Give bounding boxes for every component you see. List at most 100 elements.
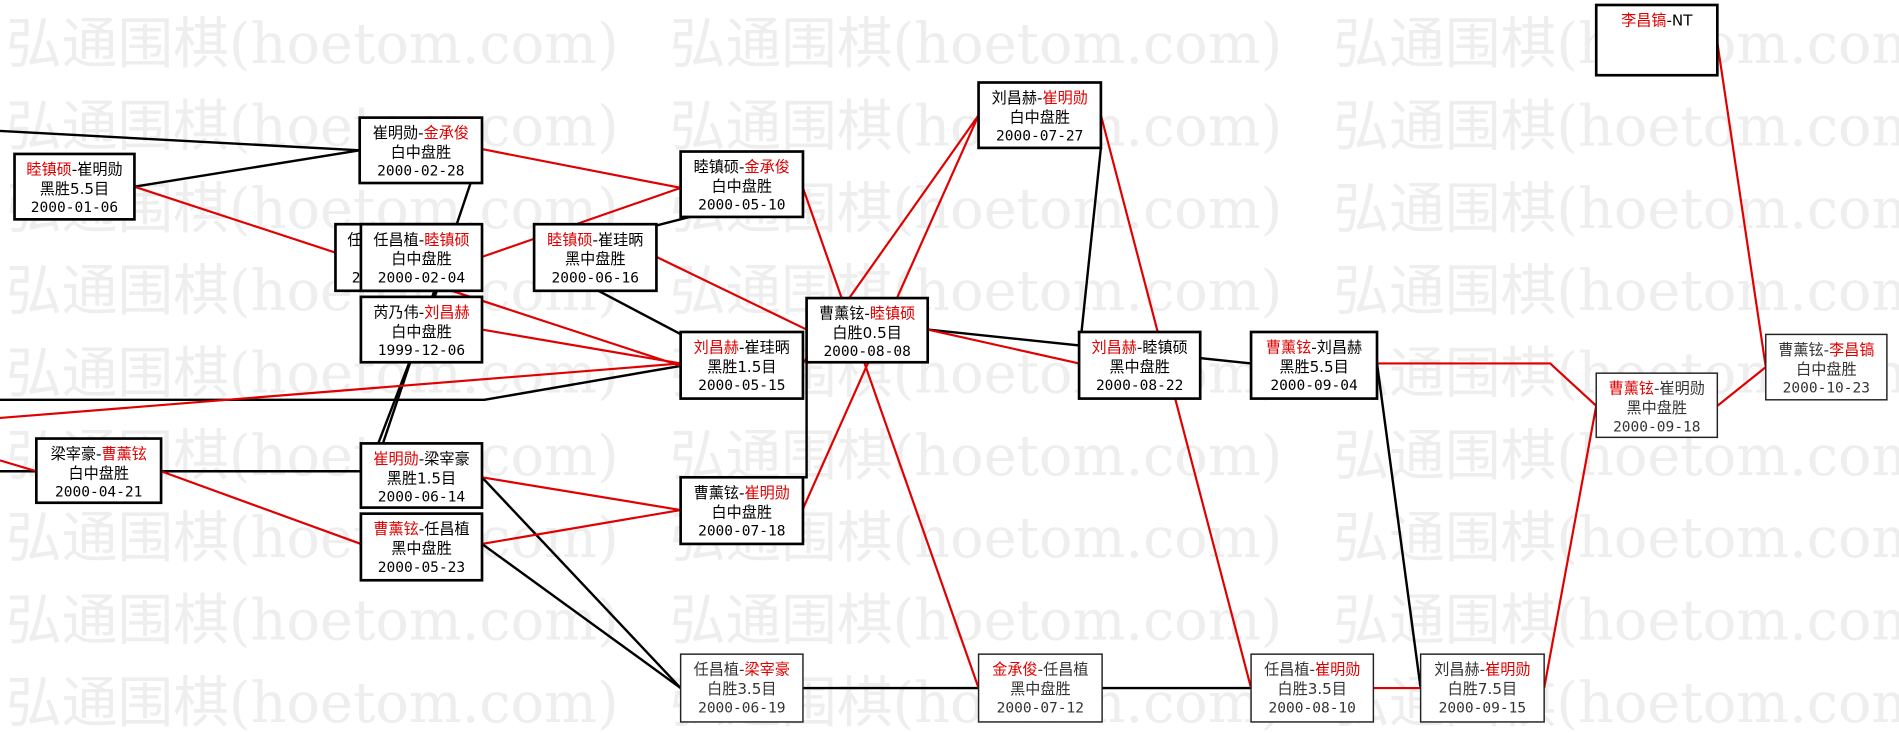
- game-node-border: [358, 116, 484, 185]
- game-result: 白中盘胜: [712, 503, 773, 521]
- game-result: 白中盘胜: [712, 177, 773, 195]
- game-date: 2000-05-10: [698, 198, 785, 214]
- connector-line-red: [1543, 405, 1598, 689]
- players-label: 曹薰铉-刘昌赫: [1266, 339, 1362, 357]
- black-player: 曹薰铉: [373, 520, 418, 538]
- game-result: 黑胜5.5目: [1279, 358, 1348, 376]
- game-node-border: [679, 150, 805, 219]
- game-date: 2000-06-16: [552, 270, 639, 286]
- connector-line-red: [927, 328, 1080, 365]
- black-player: 睦镇硕: [26, 161, 71, 179]
- game-result: 黑中盘胜: [1109, 358, 1170, 376]
- game-result: 白中盘胜: [1009, 108, 1070, 126]
- connector-line-red: [655, 255, 808, 331]
- game-node-border: [359, 512, 484, 582]
- watermark-text: 弘通围棋(hoetom.com): [6, 12, 619, 77]
- watermark-text: 弘通围棋(hoetom.com): [1333, 94, 1899, 159]
- players-label: 任昌植-崔明勋: [1264, 661, 1360, 679]
- separator: -: [593, 231, 598, 249]
- game-result: 白中盘胜: [391, 144, 452, 162]
- watermark-text: 弘通围棋(hoetom.com): [670, 589, 1283, 654]
- game-node-border: [1250, 653, 1375, 723]
- separator: -: [1824, 341, 1829, 359]
- separator: -: [1666, 12, 1671, 30]
- game-date: 2000-02-04: [378, 270, 466, 286]
- players-label: 李昌镐-NT: [1621, 12, 1693, 30]
- game-date: 2000-04-21: [55, 485, 142, 501]
- game-node[interactable]: 李昌镐-NT: [1594, 3, 1719, 77]
- watermark-text: 弘通围棋(hoetom.com): [1333, 506, 1899, 571]
- watermark-text: 弘通围棋(hoetom.com): [6, 506, 619, 571]
- game-result: 黑胜5.5目: [40, 180, 109, 198]
- separator: -: [1654, 380, 1659, 398]
- black-player: 曹薰铉: [1266, 339, 1311, 357]
- watermark-text: 弘通围棋(hoetom.com): [6, 589, 619, 654]
- black-player: 曹薰铉: [694, 484, 739, 502]
- players-label: 刘昌赫-崔明勋: [992, 89, 1088, 107]
- white-player: 睦镇硕: [1142, 339, 1187, 357]
- connector-line-red: [481, 148, 681, 189]
- separator: -: [739, 339, 744, 357]
- game-node-border: [359, 442, 484, 509]
- white-player: 睦镇硕: [870, 305, 915, 323]
- players-label: 梁宰豪-曹薰铉: [51, 445, 147, 463]
- game-result: 白胜3.5目: [707, 680, 776, 698]
- black-player: 刘昌赫: [992, 89, 1037, 107]
- connector-line-red: [0, 459, 37, 473]
- separator: -: [1137, 339, 1142, 357]
- black-player: 刘昌赫: [1434, 661, 1479, 679]
- white-player: 梁宰豪: [745, 661, 790, 679]
- players-label: 曹薰铉-崔明勋: [694, 484, 790, 502]
- players-label: 曹薰铉-崔明勋: [1609, 380, 1705, 398]
- black-player: 刘昌赫: [1092, 339, 1137, 357]
- game-node-border: [679, 475, 805, 546]
- watermark-text: 弘通围棋(hoetom.com): [6, 259, 619, 324]
- black-player: 曹薰铉: [819, 305, 864, 323]
- black-player: 芮乃伟: [373, 303, 418, 321]
- game-result: 白中盘胜: [391, 323, 452, 341]
- connector-line-black: [134, 149, 360, 188]
- connector-line-red: [1377, 362, 1597, 407]
- separator: -: [1309, 661, 1314, 679]
- separator: -: [864, 305, 869, 323]
- watermark-text: 弘通围棋(hoetom.com): [1333, 589, 1899, 654]
- game-node-border: [805, 296, 930, 364]
- connector-line-black: [0, 129, 360, 152]
- game-result: 白中盘胜: [68, 465, 129, 483]
- players-label: 金承俊-任昌植: [992, 661, 1088, 679]
- game-node-border: [1419, 653, 1545, 723]
- players-label: 睦镇硕-崔明勋: [26, 161, 122, 179]
- black-player: 崔明勋: [373, 124, 418, 142]
- connector-line-black: [1080, 147, 1103, 333]
- white-player: 刘昌赫: [1317, 339, 1362, 357]
- players-label: 曹薰铉-李昌镐: [1778, 341, 1874, 359]
- black-player: 梁宰豪: [51, 445, 96, 463]
- white-player: 刘昌赫: [424, 303, 469, 321]
- white-player: 任昌植: [1043, 661, 1088, 679]
- players-label: 任昌植-梁宰豪: [694, 661, 790, 679]
- separator: -: [419, 520, 424, 538]
- connector-line-red: [481, 508, 681, 546]
